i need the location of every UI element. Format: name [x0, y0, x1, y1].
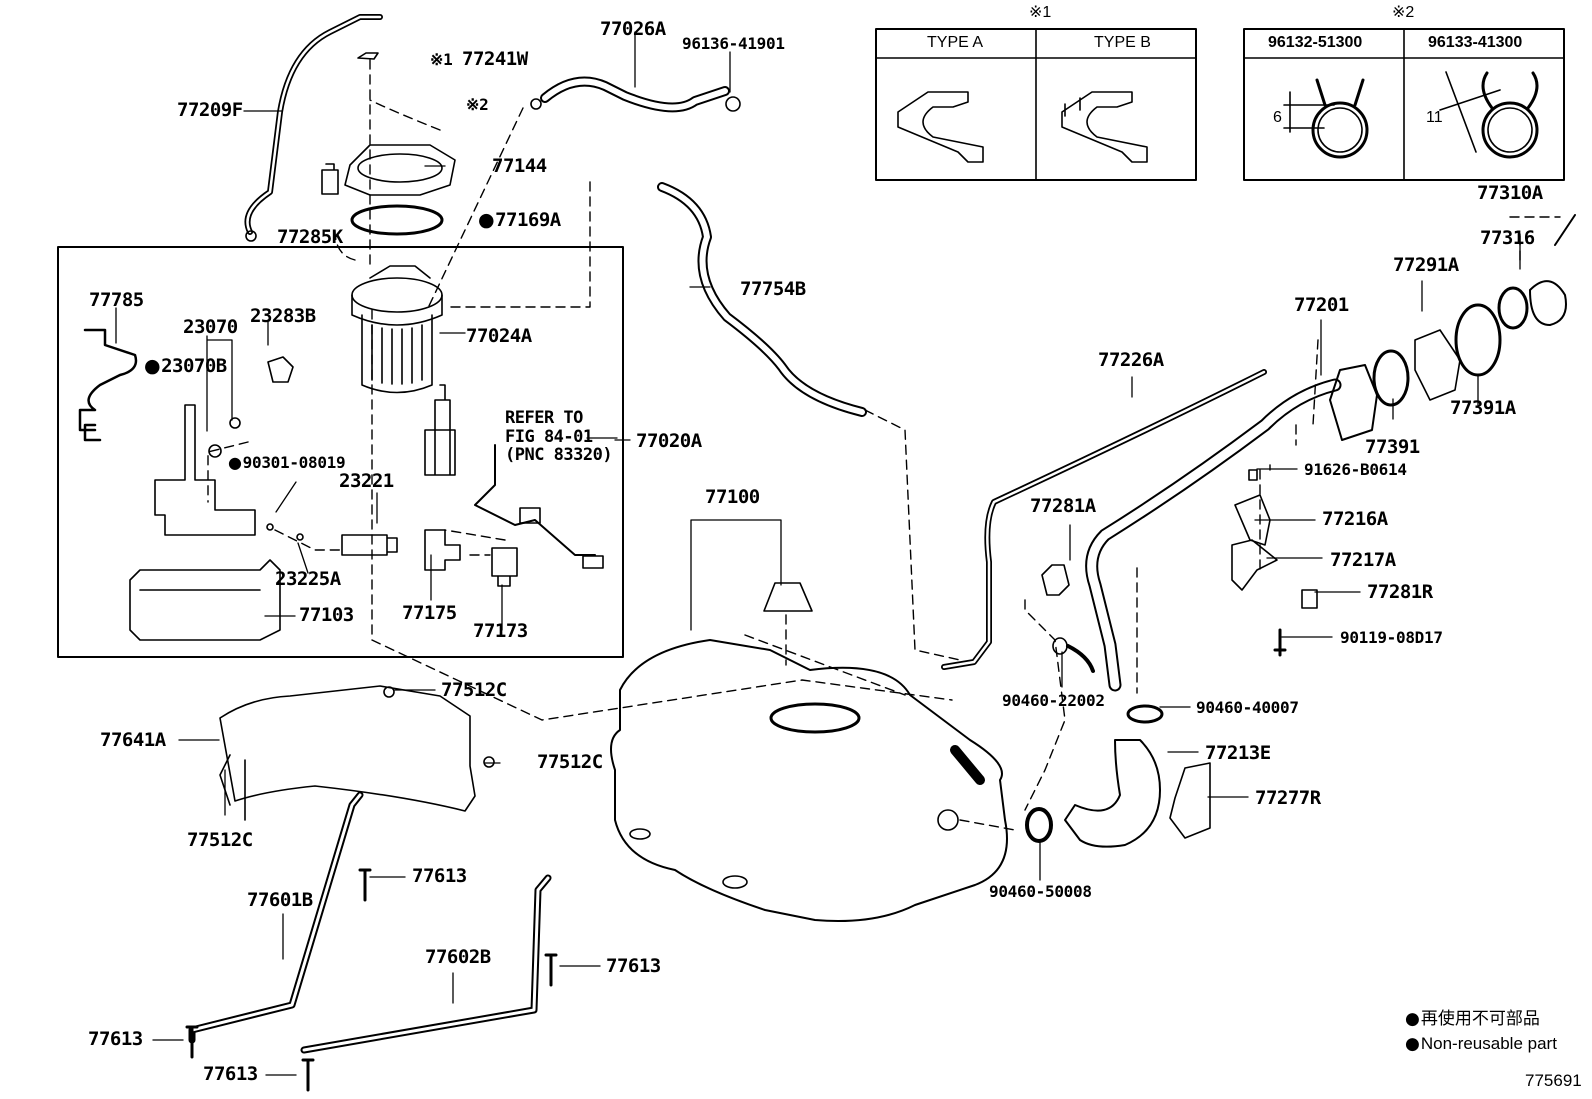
breather-77226A	[941, 369, 1267, 670]
gasket-77391-shape	[1372, 349, 1410, 407]
label-77316: 77316	[1480, 227, 1535, 249]
label-77026A: 77026A	[600, 18, 666, 40]
ring-77316-shape	[1497, 286, 1529, 330]
label-77512C-bottom: 77512C	[187, 829, 253, 851]
filler-pipe-77201	[1085, 364, 1378, 692]
label-77209F: 77209F	[177, 99, 243, 121]
label-77281R: 77281R	[1367, 581, 1433, 603]
hose-77213E-shape	[1064, 739, 1161, 848]
label-90119-08D17: 90119-08D17	[1340, 628, 1443, 647]
mark1: ※1	[430, 50, 453, 69]
vent-line-77754B	[657, 182, 867, 417]
table2-dim-a: 6	[1273, 109, 1282, 126]
label-23070: 23070	[183, 316, 238, 338]
ring-77291A-shape	[1414, 329, 1461, 401]
part-77173-shape	[491, 547, 518, 587]
pump-module-77024A	[351, 265, 443, 394]
sender-shape	[424, 384, 456, 476]
label-77226A: 77226A	[1098, 349, 1164, 371]
cap-77310A-shape	[1529, 214, 1576, 326]
label-23221: 23221	[339, 470, 394, 492]
label-77213E: 77213E	[1205, 742, 1271, 764]
label-77391A: 77391A	[1450, 397, 1516, 419]
ref-harness-shape	[474, 444, 596, 556]
vent-pipe-77209F	[244, 14, 383, 242]
tray-77103-shape	[129, 559, 281, 641]
label-77613-left: 77613	[88, 1028, 143, 1050]
label-77291A: 77291A	[1393, 254, 1459, 276]
clip-77241W-shape	[357, 52, 379, 60]
filter-bracket-shape	[154, 404, 256, 536]
strap-77602B	[300, 874, 552, 1054]
label-77613-right: 77613	[606, 955, 661, 977]
diagram-id: 775691	[1525, 1071, 1582, 1090]
label-77613-upper: 77613	[412, 865, 467, 887]
label-77020A: 77020A	[636, 430, 702, 452]
hose-77026A	[530, 76, 741, 113]
label-77641A: 77641A	[100, 729, 166, 751]
label-77754B: 77754B	[740, 278, 806, 300]
label-77144: 77144	[492, 155, 547, 177]
label-77512C-right: 77512C	[537, 751, 603, 773]
refer-note: REFER TO FIG 84-01 (PNC 83320)	[505, 408, 613, 466]
label-77602B: 77602B	[425, 946, 491, 968]
label-77024A: 77024A	[466, 325, 532, 347]
label-77310A: 77310A	[1477, 182, 1543, 204]
connector-77285K-shape	[321, 163, 339, 195]
label-77241W: 77241W	[462, 48, 528, 70]
legend-en: Non-reusable part	[1405, 1035, 1557, 1053]
label-77173: 77173	[473, 620, 528, 642]
gasket-77169A-shape	[350, 204, 444, 236]
table1-col-b: TYPE B	[1094, 34, 1151, 51]
bracket-77175-shape	[424, 529, 461, 571]
label-90460-22002: 90460-22002	[1002, 691, 1105, 710]
heat-shield-77641A	[219, 685, 476, 812]
table1-mark: ※1	[1029, 4, 1052, 21]
retainer-77144-shape	[344, 144, 456, 196]
label-77613-bottom: 77613	[203, 1063, 258, 1085]
label-77277R: 77277R	[1255, 787, 1321, 809]
label-77785: 77785	[89, 289, 144, 311]
label-77175: 77175	[402, 602, 457, 624]
label-23070B: 23070B	[144, 357, 227, 376]
label-77216A: 77216A	[1322, 508, 1388, 530]
table2-mark: ※2	[1392, 4, 1415, 21]
label-77169A: 77169A	[478, 211, 561, 230]
clip-type-table-frame	[875, 28, 1197, 181]
clamp-table-frame	[1243, 28, 1565, 181]
table1-col-a: TYPE A	[927, 34, 984, 51]
protector-77277R-shape	[1169, 762, 1211, 839]
label-77285K: 77285K	[277, 226, 343, 248]
table2-dim-b: 11	[1426, 109, 1443, 126]
harness-77785-shape	[78, 328, 138, 442]
label-77103: 77103	[299, 604, 354, 626]
leader-lines	[115, 31, 1521, 1076]
label-77201: 77201	[1294, 294, 1349, 316]
label-77217A: 77217A	[1330, 549, 1396, 571]
label-96136-41901: 96136-41901	[682, 34, 785, 53]
label-23225A: 23225A	[275, 568, 341, 590]
label-91626-B0614: 91626-B0614	[1304, 460, 1407, 479]
label-90460-40007: 90460-40007	[1196, 698, 1299, 717]
fuel-tank-77100	[610, 582, 1008, 922]
label-77512C-top: 77512C	[441, 679, 507, 701]
label-23283B: 23283B	[250, 305, 316, 327]
assembly-frame	[57, 246, 624, 658]
label-77100: 77100	[705, 486, 760, 508]
table2-col-b: 96133-41300	[1428, 34, 1523, 51]
part-23283B-shape	[267, 356, 294, 383]
label-77391: 77391	[1365, 436, 1420, 458]
label-90301-08019: 90301-08019	[228, 455, 346, 471]
table2-col-a: 96132-51300	[1268, 34, 1363, 51]
mark2: ※2	[466, 95, 489, 114]
label-77601B: 77601B	[247, 889, 313, 911]
label-77281A: 77281A	[1030, 495, 1096, 517]
label-90460-50008: 90460-50008	[989, 882, 1092, 901]
legend-jp: 再使用不可部品	[1405, 1010, 1540, 1028]
